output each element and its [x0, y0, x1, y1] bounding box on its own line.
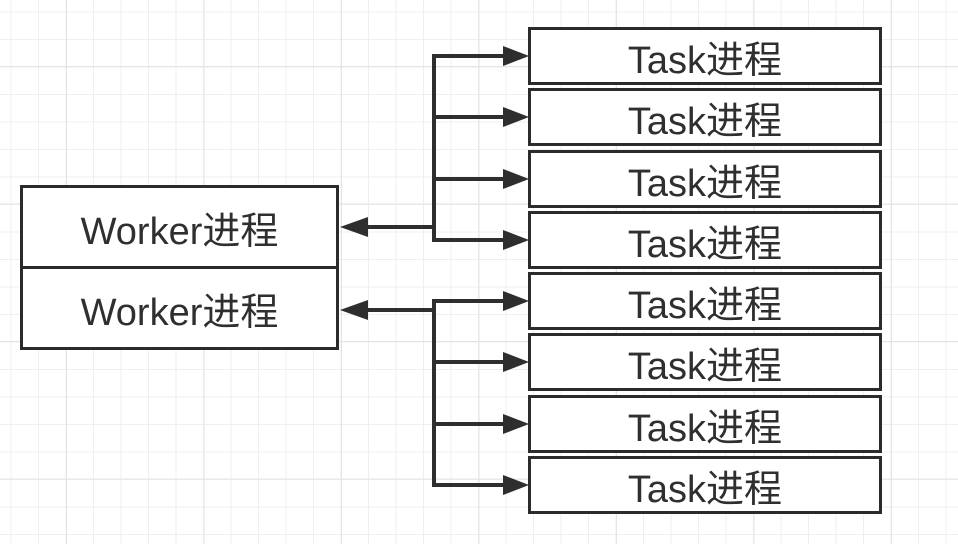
worker-node-2: Worker进程	[80, 291, 279, 334]
worker-node-1: Worker进程	[23, 188, 336, 269]
arrowhead-task3	[503, 169, 529, 189]
arrowhead-task2	[503, 107, 529, 127]
task-node-8: Task进程	[528, 456, 882, 514]
arrowhead-task1	[503, 46, 529, 66]
arrowhead-task7	[503, 414, 529, 434]
task-node-1: Task进程	[528, 27, 882, 85]
arrowhead-task4	[503, 230, 529, 250]
arrowhead-task6	[503, 352, 529, 372]
connector-group-worker2	[340, 291, 529, 495]
arrowhead-task5	[503, 291, 529, 311]
task-node-2: Task进程	[528, 88, 882, 146]
task-node-5: Task进程	[528, 272, 882, 330]
arrowhead-worker1	[340, 217, 368, 237]
connector-group-worker1	[340, 46, 529, 250]
worker-processes-box: Worker进程 Worker进程	[20, 185, 339, 350]
task-node-7: Task进程	[528, 395, 882, 453]
task-node-6: Task进程	[528, 333, 882, 391]
task-node-4: Task进程	[528, 211, 882, 269]
task-node-3: Task进程	[528, 150, 882, 208]
arrowhead-worker2	[340, 300, 368, 320]
arrowhead-task8	[503, 475, 529, 495]
